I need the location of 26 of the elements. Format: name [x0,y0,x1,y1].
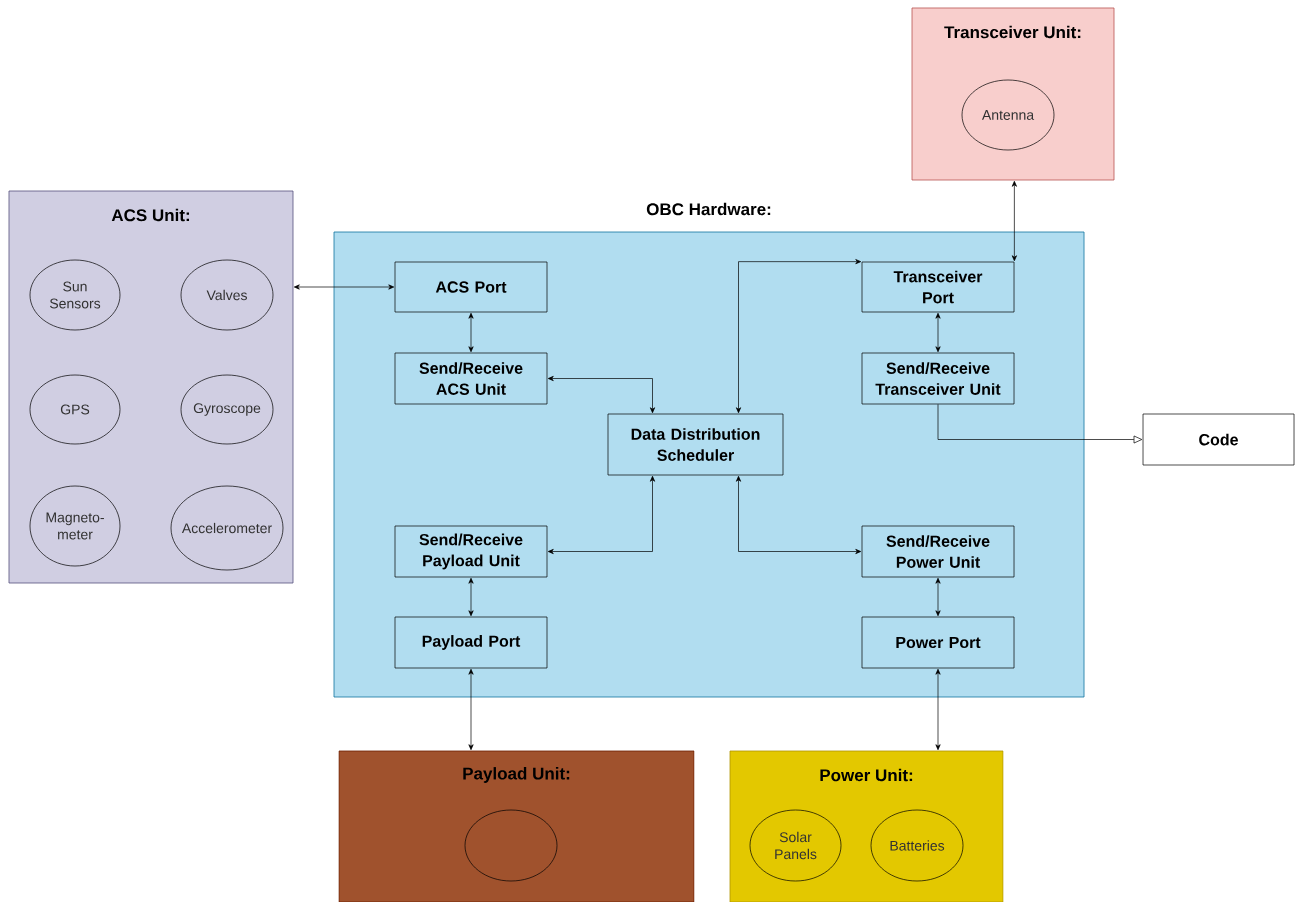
block-box: Data Distribution Scheduler [607,413,784,476]
arrow [293,284,395,290]
block-box: Payload Port [394,616,548,669]
unit-panel: Payload Unit: [338,750,695,902]
arrow [547,475,656,555]
arrow [547,375,656,414]
arrow [1011,180,1017,262]
block-box: ACS Port [394,261,548,313]
arrow [468,312,474,353]
block-box: Send/Receive Power Unit [861,525,1015,578]
arrow [935,577,941,617]
arrow [468,668,474,751]
arrow [935,668,941,751]
block-box: Send/Receive Payload Unit [394,525,548,578]
arrow [935,312,941,353]
component-ellipse [464,809,558,882]
arrow [736,259,862,414]
block-box: Send/Receive Transceiver Unit [861,352,1015,405]
node-label: OBC Hardware: [646,202,771,216]
arrow [736,475,862,555]
block-box: Power Port [861,616,1015,669]
block-box: Send/Receive ACS Unit [394,352,548,405]
block-box: Code [1142,413,1295,466]
arrow [937,404,1143,444]
arrow [468,577,474,617]
block-box: Transceiver Port [861,261,1015,313]
